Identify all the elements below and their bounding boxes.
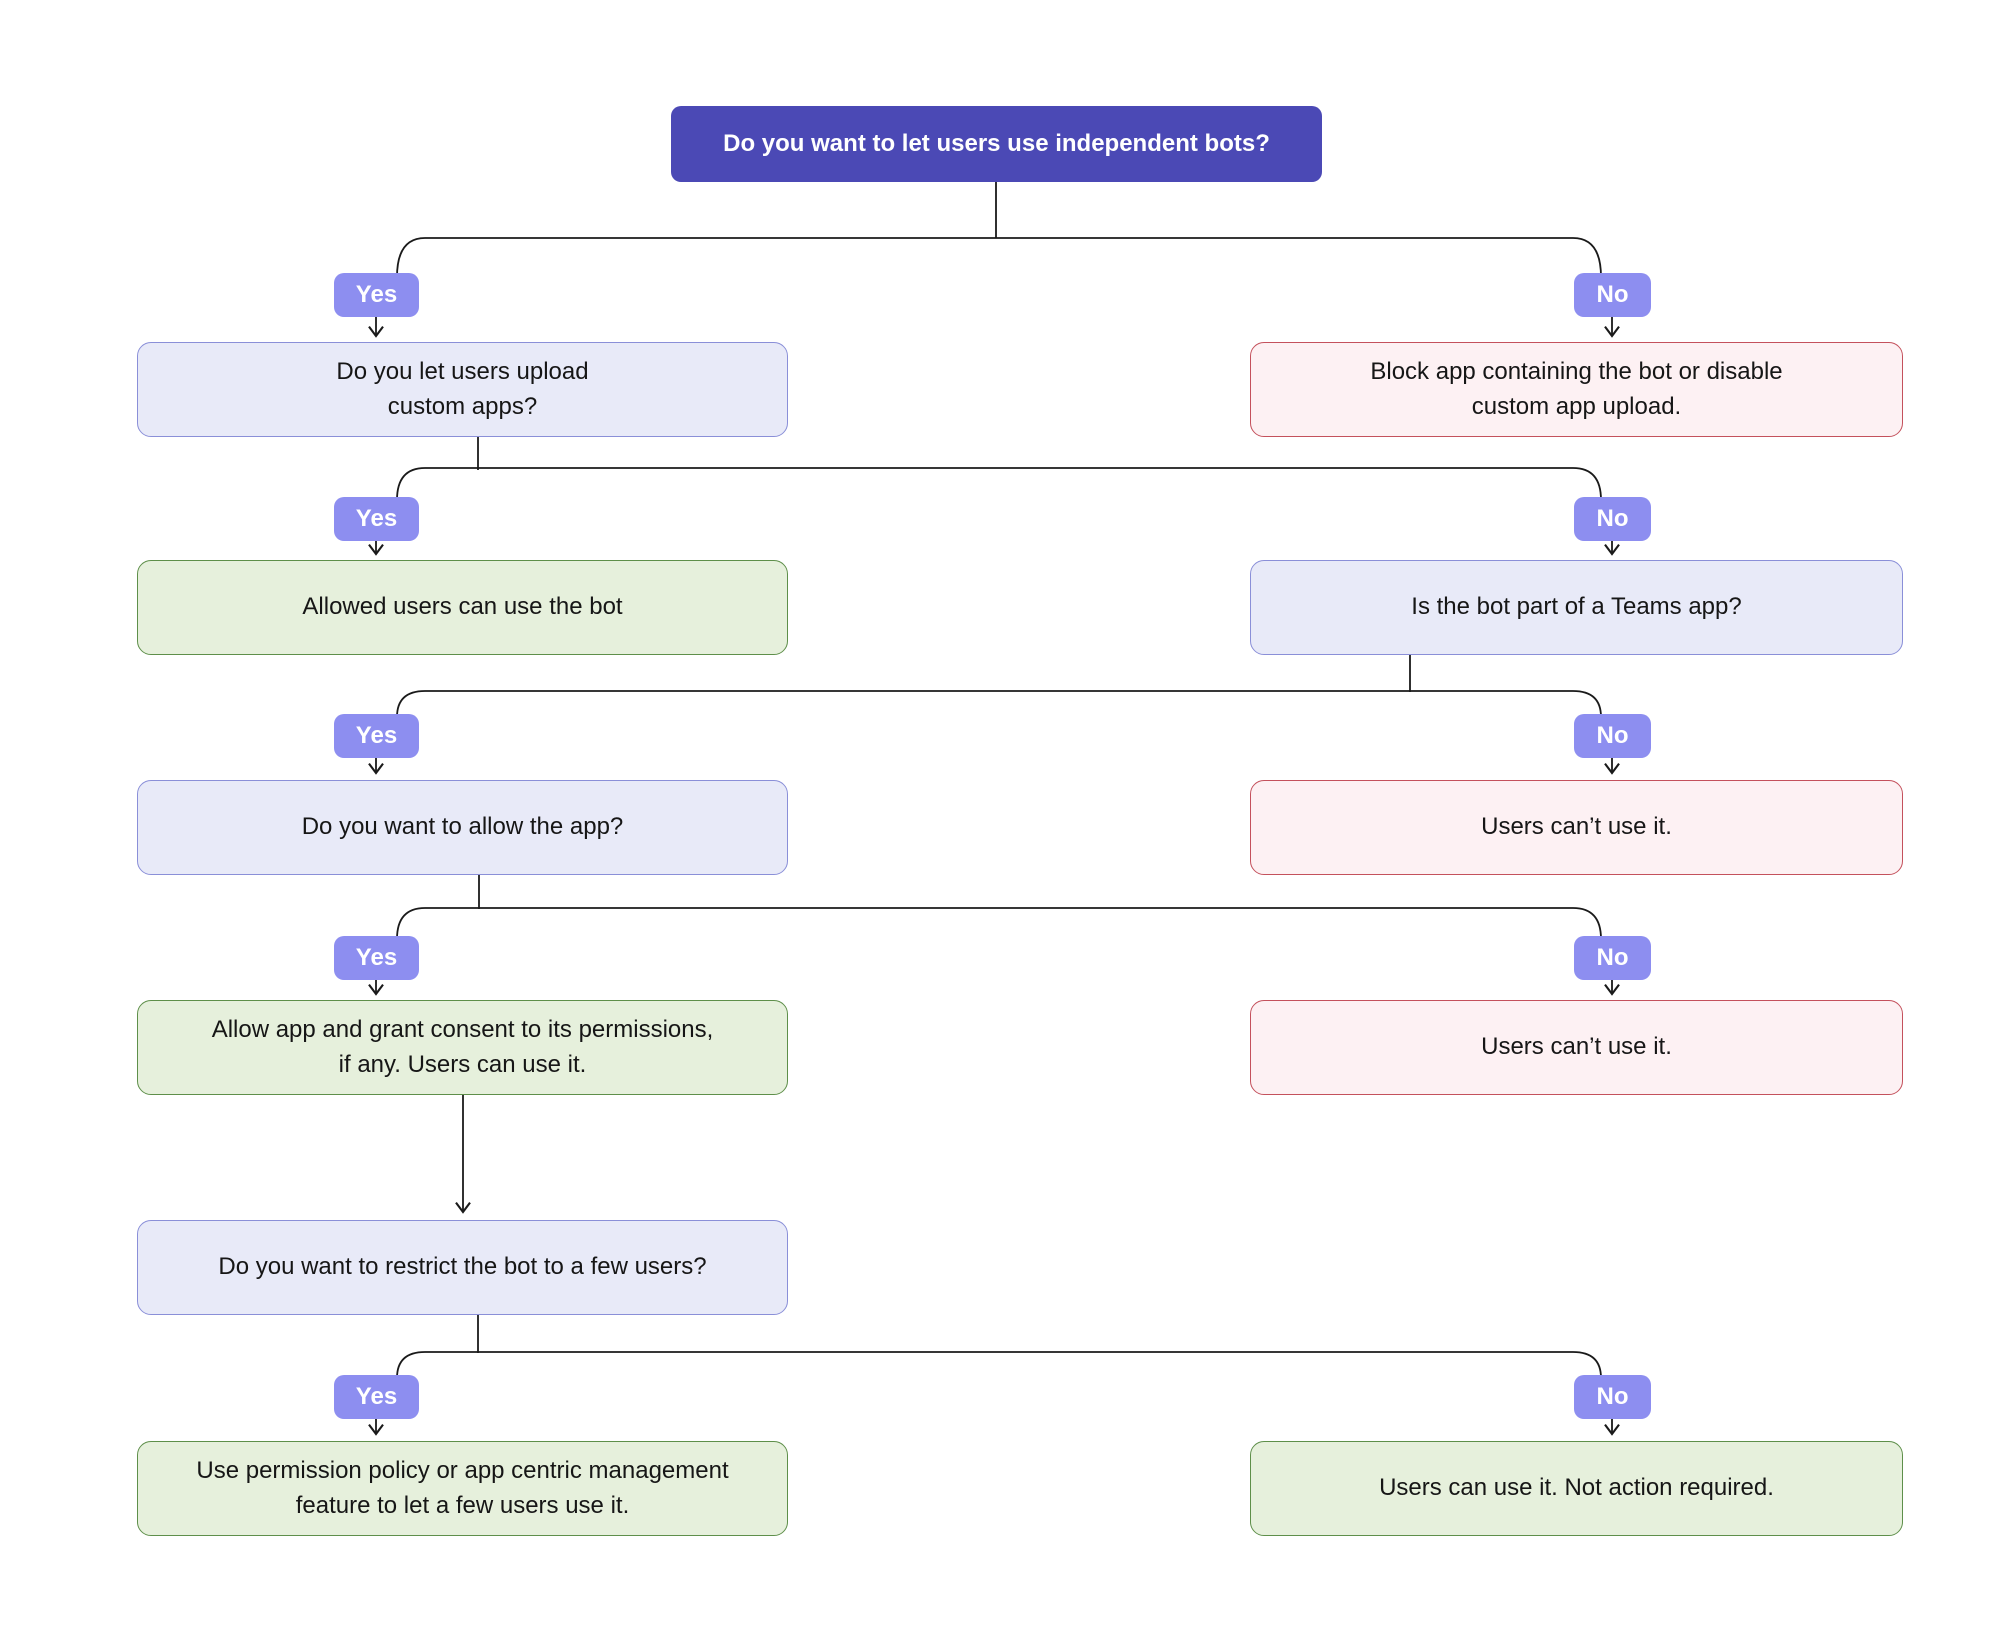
- split-bar-2: [396, 467, 1602, 501]
- grant-consent-result: Allow app and grant consent to its permi…: [137, 1000, 788, 1095]
- users-can-use-label: Users can use it. Not action required.: [1379, 1474, 1774, 1502]
- yes-badge-2-label: Yes: [355, 505, 398, 532]
- block-app-result: Block app containing the bot or disable …: [1250, 342, 1903, 437]
- yes-badge-2: Yes: [334, 497, 419, 541]
- yes-badge-4: Yes: [334, 936, 419, 980]
- permission-policy-label: Use permission policy or app centric man…: [196, 1456, 729, 1519]
- allowed-users-result: Allowed users can use the bot: [137, 560, 788, 655]
- no-badge-1-label: No: [1596, 281, 1629, 308]
- no-badge-4-label: No: [1596, 944, 1629, 971]
- teams-app-label: Is the bot part of a Teams app?: [1411, 593, 1742, 621]
- no-badge-2-label: No: [1596, 505, 1629, 532]
- yes-badge-5: Yes: [334, 1375, 419, 1419]
- upload-custom-apps-label: Do you let users upload custom apps?: [336, 357, 589, 420]
- split-bar-1: [396, 237, 1602, 278]
- yes-badge-5-label: Yes: [355, 1383, 398, 1410]
- upload-custom-apps-question: Do you let users upload custom apps?: [137, 342, 788, 437]
- users-cant-use-label-2: Users can’t use it.: [1481, 1033, 1672, 1061]
- edge-paths: [368, 182, 1620, 1436]
- users-can-use-result: Users can use it. Not action required.: [1250, 1441, 1903, 1536]
- users-cant-use-result-1: Users can’t use it.: [1250, 780, 1903, 875]
- root-question-node: Do you want to let users use independent…: [671, 106, 1322, 182]
- no-badge-5-label: No: [1596, 1383, 1629, 1410]
- yes-badge-4-label: Yes: [355, 944, 398, 971]
- no-badge-2: No: [1574, 497, 1651, 541]
- no-badge-4: No: [1574, 936, 1651, 980]
- yes-badge-3-label: Yes: [355, 722, 398, 749]
- root-question-label: Do you want to let users use independent…: [723, 129, 1270, 157]
- split-bar-5: [396, 1351, 1602, 1379]
- yes-badge-3: Yes: [334, 714, 419, 758]
- allow-app-question: Do you want to allow the app?: [137, 780, 788, 875]
- no-badge-1: No: [1574, 273, 1651, 317]
- block-app-label: Block app containing the bot or disable …: [1370, 357, 1783, 420]
- no-badge-3-label: No: [1596, 722, 1629, 749]
- split-bar-4: [396, 907, 1602, 940]
- yes-badge-1-label: Yes: [355, 281, 398, 308]
- users-cant-use-result-2: Users can’t use it.: [1250, 1000, 1903, 1095]
- grant-consent-label: Allow app and grant consent to its permi…: [211, 1015, 714, 1078]
- allowed-users-label: Allowed users can use the bot: [302, 593, 623, 621]
- permission-policy-result: Use permission policy or app centric man…: [137, 1441, 788, 1536]
- restrict-bot-question: Do you want to restrict the bot to a few…: [137, 1220, 788, 1315]
- no-badge-5: No: [1574, 1375, 1651, 1419]
- allow-app-label: Do you want to allow the app?: [301, 813, 624, 841]
- yes-badge-1: Yes: [334, 273, 419, 317]
- split-bar-3: [396, 690, 1602, 718]
- restrict-bot-label: Do you want to restrict the bot to a few…: [218, 1253, 707, 1281]
- teams-app-question: Is the bot part of a Teams app?: [1250, 560, 1903, 655]
- no-badge-3: No: [1574, 714, 1651, 758]
- users-cant-use-label-1: Users can’t use it.: [1481, 813, 1672, 841]
